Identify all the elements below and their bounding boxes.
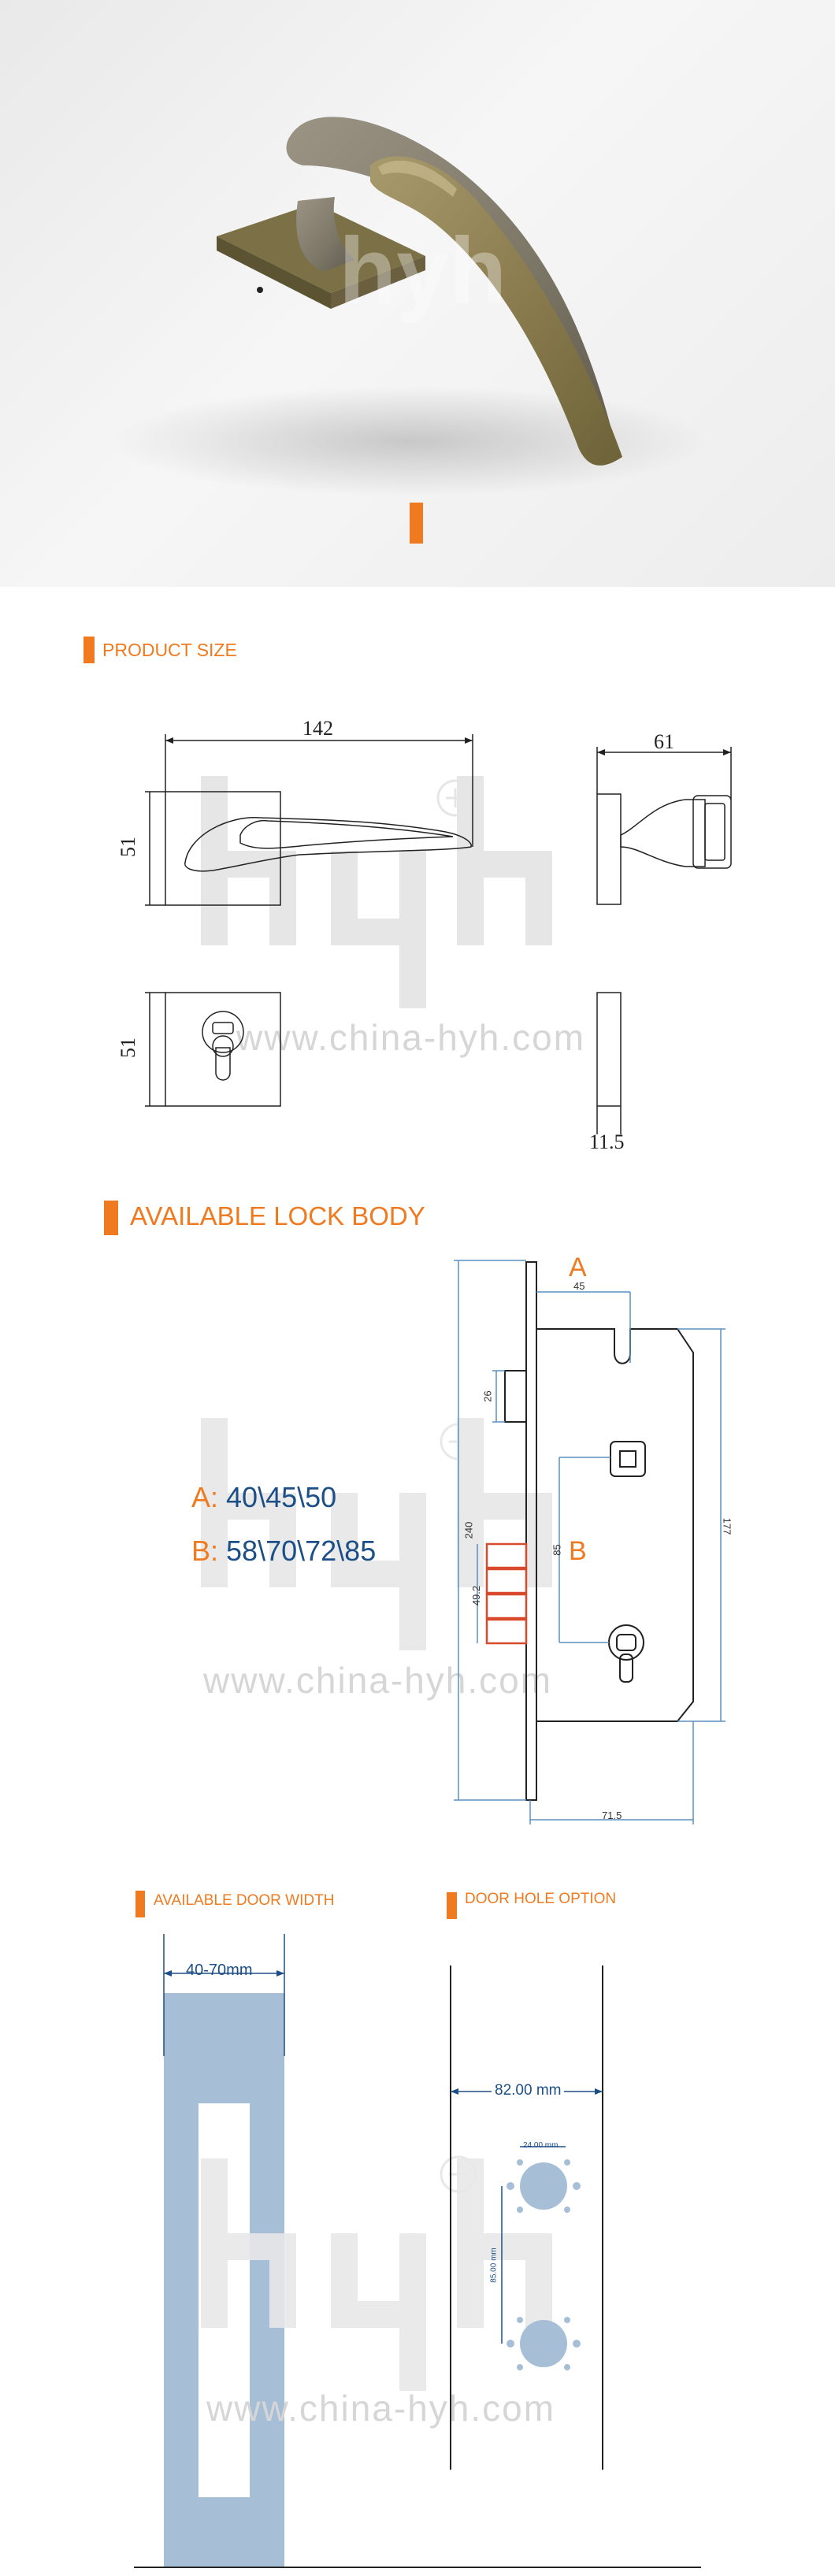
bottom-divider (134, 2567, 701, 2568)
section-title-door-hole: DOOR HOLE OPTION (465, 1891, 617, 1907)
door-width-range: 40-70mm (186, 1962, 253, 1979)
dim-rose-thickness: 11.5 (589, 1130, 625, 1153)
hero-orange-marker (410, 503, 423, 544)
section-marker-lock-body (104, 1201, 118, 1235)
dim-backset: 45 (573, 1280, 585, 1292)
spec-a: A: 40\45\50 (191, 1481, 336, 1514)
product-photo: hyh (0, 0, 835, 587)
watermark-url-3: www.china-hyh.com (206, 2388, 556, 2429)
section-title-door-width: AVAILABLE DOOR WIDTH (154, 1892, 335, 1909)
spec-a-key: A: (191, 1481, 219, 1513)
spec-b-value: 58\70\72\85 (226, 1535, 377, 1567)
spec-b: B: 58\70\72\85 (191, 1535, 376, 1568)
lock-label-b: B (569, 1536, 587, 1566)
door-hole-diameter: 24.00 mm (523, 2141, 559, 2150)
spec-a-value: 40\45\50 (226, 1481, 337, 1513)
lock-label-a: A (569, 1253, 587, 1282)
dim-depth: 61 (654, 730, 674, 753)
door-hole-width: 82.00 mm (492, 2082, 565, 2099)
spec-b-key: B: (191, 1535, 219, 1567)
watermark-url-1: www.china-hyh.com (236, 1017, 586, 1058)
section-marker-product-size (84, 637, 95, 663)
dim-71: 71.5 (602, 1810, 622, 1821)
section-title-product-size: PRODUCT SIZE (102, 640, 237, 660)
section-title-lock-body: AVAILABLE LOCK BODY (130, 1201, 425, 1230)
door-hole-spacing: 85.00 mm (489, 2248, 499, 2283)
door-handle-illustration: hyh (110, 117, 709, 496)
dim-length: 142 (302, 717, 333, 740)
hero-watermark: hyh (339, 218, 507, 324)
watermark-url-2: www.china-hyh.com (203, 1660, 553, 1701)
section-marker-door-width (135, 1891, 145, 1917)
section-marker-door-hole (447, 1892, 457, 1919)
